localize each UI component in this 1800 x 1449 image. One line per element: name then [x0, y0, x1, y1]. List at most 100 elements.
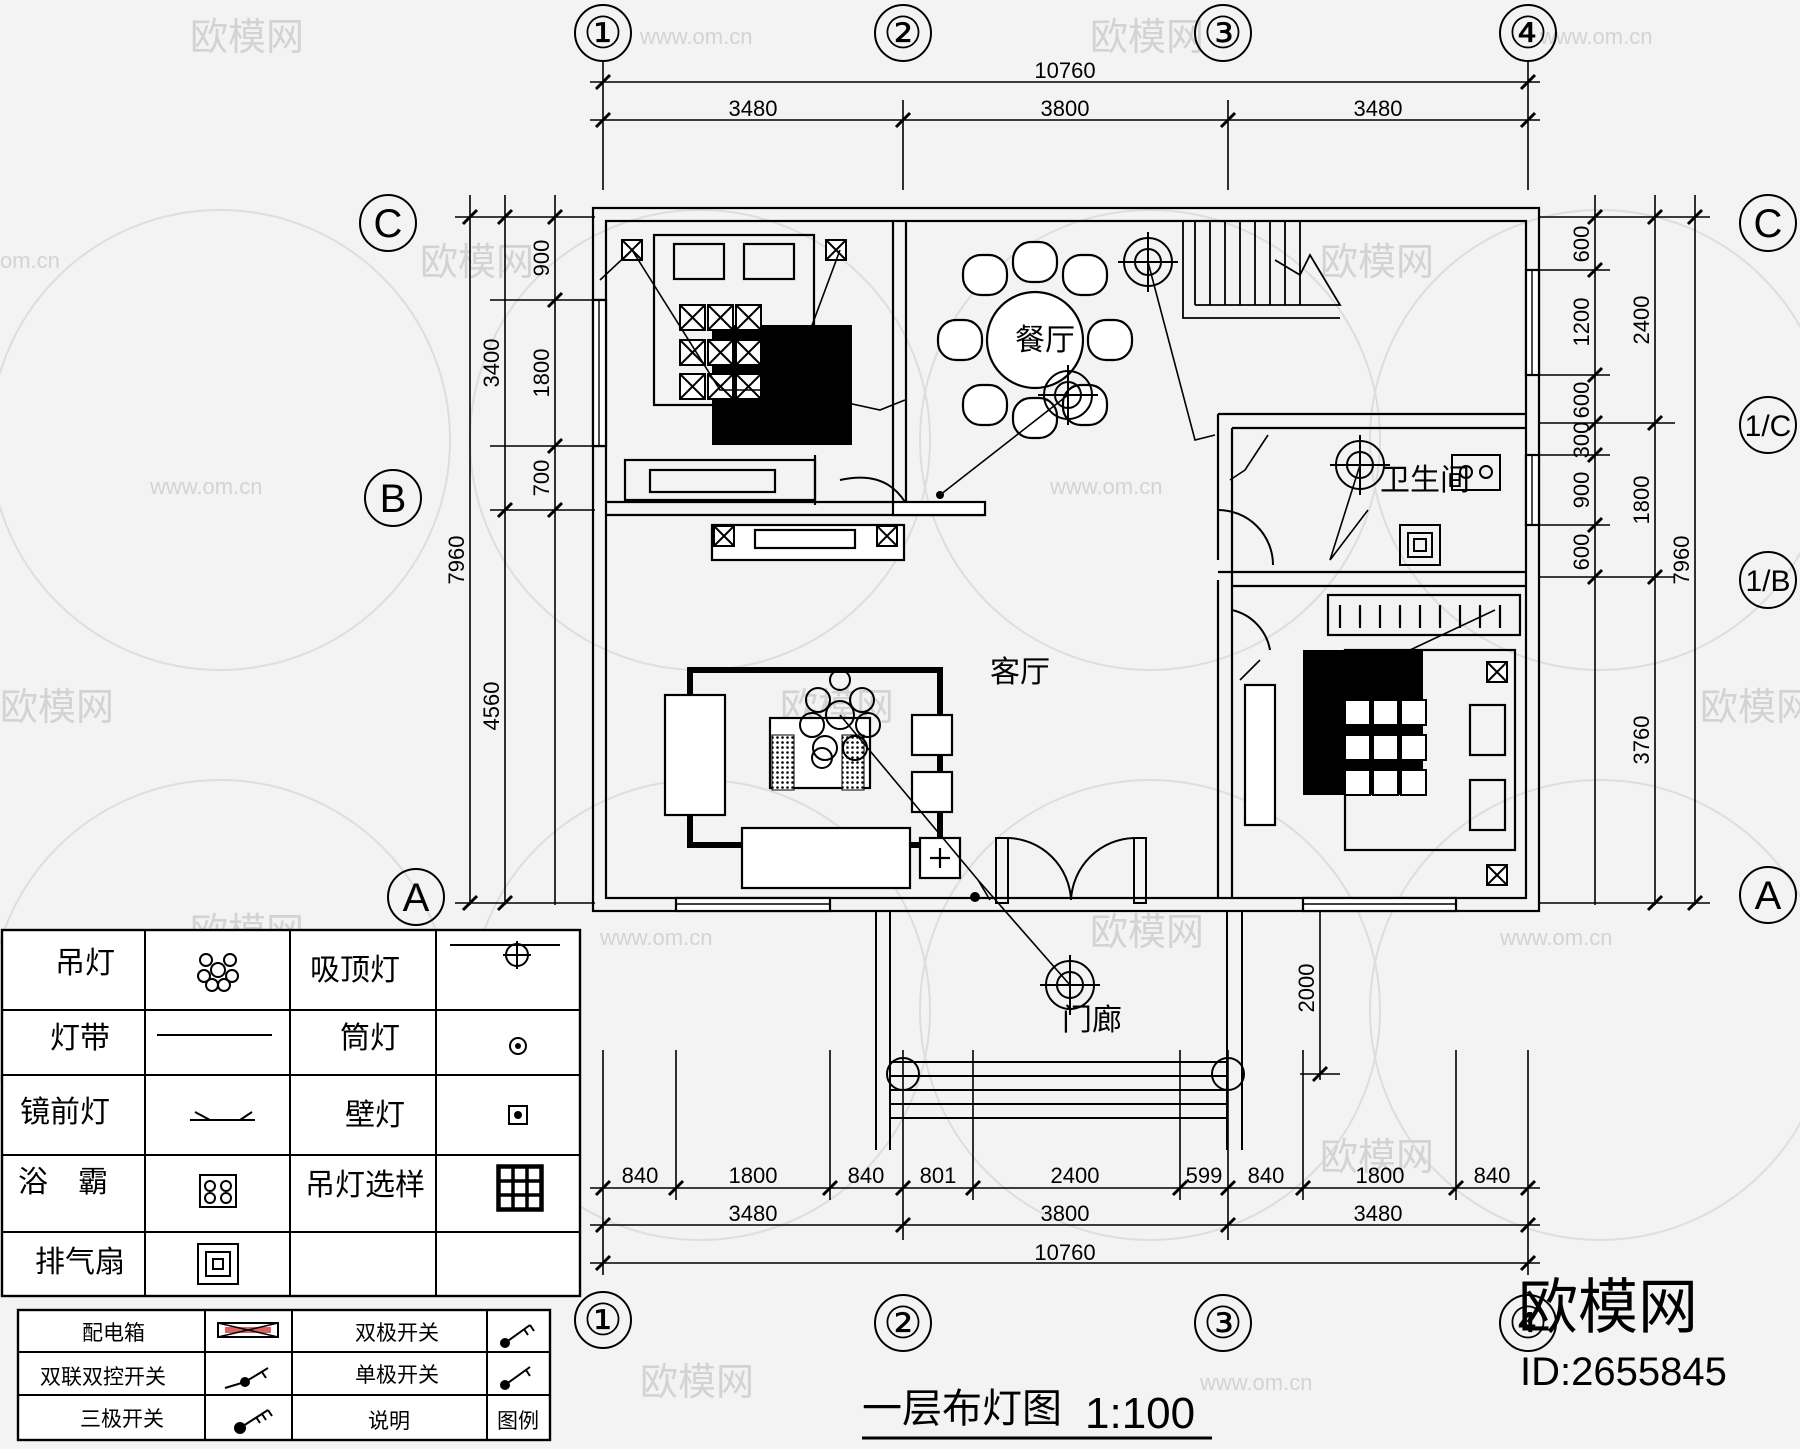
- single-switch-icon: [500, 1366, 531, 1390]
- axis-labels: ① ② ③ ④ ① ② ③ ④: [583, 9, 1547, 1348]
- bath: [1399, 454, 1501, 566]
- exhaust-fan-icon: [197, 1243, 239, 1285]
- dimension-text: 3480: [729, 1201, 778, 1226]
- legend-label: 排气扇: [35, 1246, 125, 1279]
- room-label-living: 客厅: [990, 656, 1050, 689]
- watermark-url: www.om.cn: [599, 925, 712, 950]
- dimension-text: 1200: [1569, 298, 1594, 347]
- dimension-text: 7960: [444, 536, 469, 585]
- room-label-dining: 餐厅: [1015, 324, 1075, 357]
- dimension-text: 3480: [1354, 96, 1403, 121]
- bedroom-right-chandelier-grid: [1344, 699, 1427, 796]
- porch: [875, 911, 1245, 1150]
- window-lines: [598, 270, 1533, 905]
- doors: [839, 476, 1274, 904]
- watermark-text: 欧模网: [640, 1360, 754, 1404]
- watermark-text: 欧模网: [1090, 15, 1204, 59]
- legend-label: 双联双控开关: [40, 1366, 166, 1389]
- wiring: [599, 248, 1496, 986]
- brand-watermark: 欧模网 ID:2655845: [1518, 1273, 1727, 1394]
- vertical-dimension-texts: 900 1800 700 3400 4560 7960 600 1200 600…: [444, 226, 1694, 1013]
- axis-label: ①: [583, 1296, 622, 1345]
- legend-label: 图例: [497, 1410, 539, 1433]
- wall-light-icon: [508, 1105, 528, 1125]
- living-room-furniture: [663, 667, 1277, 890]
- dimension-text: 801: [920, 1163, 957, 1188]
- dimension-text: 300: [1569, 422, 1594, 459]
- dimension-text: 840: [622, 1163, 659, 1188]
- page-title: 一层布灯图: [862, 1386, 1062, 1432]
- dimension-text: 3400: [479, 339, 504, 388]
- dimension-text: 2400: [1051, 1163, 1100, 1188]
- room-label-porch: 门廊: [1062, 1004, 1122, 1037]
- axis-label: ②: [883, 1299, 922, 1348]
- dimension-text: 1800: [529, 349, 554, 398]
- dimension-text: 3800: [1041, 96, 1090, 121]
- axis-label: ②: [883, 9, 922, 58]
- dimension-texts: 10760 3480 3800 3480 840 1800 840 801 24…: [622, 58, 1511, 1265]
- brand-logo-text: 欧模网: [1518, 1273, 1698, 1343]
- dining-table: [936, 240, 1134, 440]
- dimension-text: 840: [1474, 1163, 1511, 1188]
- drawing-title: 一层布灯图 1:100: [862, 1386, 1212, 1440]
- room-label-bath: 卫生间: [1380, 464, 1470, 497]
- dimension-text: 599: [1186, 1163, 1223, 1188]
- axis-label: B: [380, 477, 407, 521]
- dimension-text: 3760: [1629, 716, 1654, 765]
- dimension-text: 600: [1569, 226, 1594, 263]
- watermark-text: 欧模网: [1320, 1135, 1434, 1179]
- dimension-text: 4560: [479, 682, 504, 731]
- dimension-text: 2000: [1294, 964, 1319, 1013]
- axis-label: 1/B: [1745, 565, 1790, 598]
- dimension-text: 1800: [1356, 1163, 1405, 1188]
- legend-label: 镜前灯: [20, 1096, 110, 1129]
- dimension-text: 600: [1569, 382, 1594, 419]
- legend-label: 吊灯选样: [305, 1169, 425, 1202]
- axis-label: C: [1754, 202, 1783, 246]
- watermark-text: 欧模网: [1090, 910, 1204, 954]
- watermark-url: www.om.cn: [1539, 24, 1652, 49]
- mirror-light-icon: [190, 1111, 255, 1121]
- double-switch-icon: [500, 1324, 535, 1348]
- dimension-text: 1800: [729, 1163, 778, 1188]
- watermark-text: 欧模网: [1700, 685, 1800, 729]
- watermark-text: 欧模网: [420, 240, 534, 284]
- watermark-url: www.om.cn: [639, 24, 752, 49]
- rug-pattern: [771, 734, 795, 791]
- legend-label: 单极开关: [355, 1364, 439, 1387]
- legend-label: 吸顶灯: [310, 954, 400, 987]
- axis-label: 1/C: [1745, 410, 1792, 443]
- triple-switch-icon: [234, 1409, 273, 1434]
- watermark-text: 欧模网: [1320, 240, 1434, 284]
- chandelier-sample-icon: [496, 1164, 544, 1212]
- bedroom-chandelier-grid: [679, 304, 762, 400]
- bath-heater-icon: [199, 1174, 237, 1208]
- legend-label: 灯带: [50, 1022, 110, 1055]
- ceiling-light-icon: [450, 941, 560, 969]
- legend-label: 配电箱: [82, 1322, 145, 1345]
- dimension-text: 600: [1569, 534, 1594, 571]
- dimension-text: 900: [1569, 472, 1594, 509]
- legend-label: 浴 霸: [18, 1166, 108, 1199]
- scale-label: 1:100: [1085, 1389, 1195, 1438]
- dimension-text: 3480: [1354, 1201, 1403, 1226]
- dimension-lines: [455, 62, 1710, 1275]
- axis-bubbles: [359, 4, 1797, 1352]
- watermark-url: www.om.cn: [1499, 925, 1612, 950]
- watermark-url: om.cn: [0, 248, 60, 273]
- legend-label: 筒灯: [340, 1022, 400, 1055]
- chandelier-icon: [197, 953, 239, 992]
- dimension-text: 10760: [1034, 58, 1095, 83]
- row-axis-labels: C B A C 1/C 1/B A: [374, 202, 1792, 920]
- dimension-text: 2400: [1629, 296, 1654, 345]
- axis-label: C: [374, 202, 403, 246]
- axis-label: ④: [1508, 1299, 1547, 1348]
- legend-label: 壁灯: [345, 1099, 405, 1132]
- dimension-text: 3800: [1041, 1201, 1090, 1226]
- dimension-text: 10760: [1034, 1240, 1095, 1265]
- axis-label: ③: [1203, 1299, 1242, 1348]
- dimension-text: 900: [529, 240, 554, 277]
- brand-id: ID:2655845: [1520, 1350, 1727, 1394]
- dimension-text: 1800: [1629, 476, 1654, 525]
